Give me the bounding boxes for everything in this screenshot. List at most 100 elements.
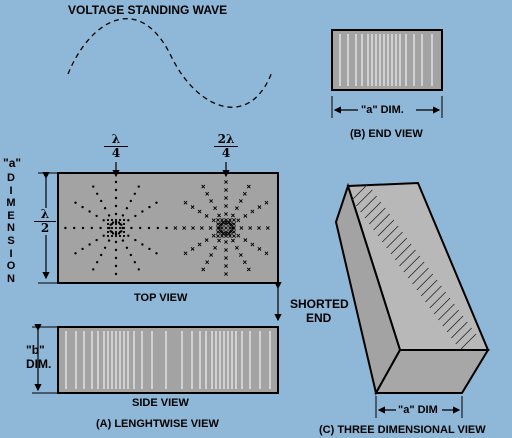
field-cross xyxy=(250,209,255,214)
field-cross xyxy=(216,222,220,226)
end-label: END xyxy=(306,311,332,325)
field-dot xyxy=(106,226,110,230)
field-dot xyxy=(81,205,84,209)
field-dot xyxy=(129,253,133,257)
three-d-field-lines xyxy=(351,183,477,351)
field-dot xyxy=(127,219,130,222)
field-dot xyxy=(92,268,95,271)
field-cross xyxy=(205,191,210,196)
quarter-wave-label: λ 4 xyxy=(104,133,128,160)
field-stroke xyxy=(455,327,472,345)
field-dot xyxy=(114,248,118,252)
field-dot xyxy=(134,214,137,218)
field-dot xyxy=(133,192,137,195)
half-lambda-label: λ 2 xyxy=(34,208,56,235)
field-dot xyxy=(127,234,130,237)
field-dot xyxy=(133,261,137,264)
field-dot xyxy=(110,218,114,222)
field-dot xyxy=(121,214,125,217)
field-stroke xyxy=(416,273,434,291)
field-dot xyxy=(106,218,110,222)
field-dot xyxy=(107,214,111,217)
field-cross xyxy=(248,226,253,230)
field-stroke xyxy=(386,231,403,249)
end-a-dim-label: "a" DIM. xyxy=(361,104,404,116)
field-cross xyxy=(190,246,195,251)
half-wave-numerator: 2λ xyxy=(214,133,238,147)
field-dot xyxy=(148,247,151,251)
field-dot xyxy=(88,243,91,246)
field-cross xyxy=(224,226,228,230)
field-dot xyxy=(147,226,151,230)
side-view-guide xyxy=(57,326,279,394)
field-cross xyxy=(257,246,262,251)
field-cross xyxy=(236,218,241,223)
field-dot xyxy=(156,226,159,230)
quarter-wave-numerator: λ xyxy=(104,133,128,147)
field-cross xyxy=(220,234,224,238)
field-cross xyxy=(264,200,269,205)
field-cross xyxy=(220,218,224,222)
dimension-letter: M xyxy=(6,197,16,210)
field-dot xyxy=(114,180,118,184)
field-stroke xyxy=(364,201,382,219)
field-dot xyxy=(122,230,126,234)
field-dot xyxy=(118,230,122,234)
dimension-letter: E xyxy=(7,209,15,222)
field-dot xyxy=(129,199,133,203)
field-dot xyxy=(165,226,168,230)
field-cross xyxy=(228,218,232,222)
field-cross xyxy=(213,245,218,250)
field-stroke xyxy=(360,195,377,213)
field-dot xyxy=(114,204,118,208)
dimension-letter: N xyxy=(7,272,15,285)
field-cross xyxy=(228,234,232,238)
field-dot xyxy=(141,210,144,213)
field-cross xyxy=(224,222,228,226)
field-stroke xyxy=(407,261,425,279)
field-stroke xyxy=(433,297,451,315)
field-cross xyxy=(257,205,262,210)
field-cross xyxy=(224,234,228,238)
field-cross xyxy=(265,226,270,230)
field-cross xyxy=(197,242,202,247)
a-dimension-quote: "a" xyxy=(3,156,22,170)
field-cross xyxy=(224,240,228,244)
field-cross xyxy=(190,205,195,210)
field-cross xyxy=(264,251,269,256)
field-dot xyxy=(114,226,118,230)
field-cross xyxy=(191,226,195,230)
field-cross xyxy=(216,218,220,222)
field-cross xyxy=(224,272,228,276)
field-cross xyxy=(182,226,187,230)
field-dot xyxy=(95,261,99,264)
shorted-label: SHORTED xyxy=(290,297,349,311)
end-view-guide xyxy=(331,29,443,91)
field-dot xyxy=(64,226,67,230)
field-dot xyxy=(103,207,107,210)
field-cross xyxy=(220,222,224,226)
side-view-field-lines xyxy=(65,331,271,389)
field-cross xyxy=(242,260,247,265)
field-cross xyxy=(201,184,206,189)
field-dot xyxy=(102,219,105,222)
field-cross xyxy=(228,222,232,226)
field-cross xyxy=(231,238,235,243)
dimension-letter: N xyxy=(7,222,15,235)
field-dot xyxy=(90,226,94,230)
dimension-letter: I xyxy=(9,247,13,260)
field-cross xyxy=(211,233,216,238)
field-cross xyxy=(216,226,220,230)
field-dot xyxy=(137,268,140,271)
lengthwise-view-caption: (A) LENGHTWISE VIEW xyxy=(96,418,219,430)
field-dot xyxy=(114,188,118,192)
field-cross xyxy=(220,230,224,234)
field-dot xyxy=(114,196,118,200)
field-stroke xyxy=(451,321,468,339)
dimension-letter: O xyxy=(6,260,16,273)
field-cross xyxy=(236,233,241,238)
field-dot xyxy=(99,226,102,230)
field-cross xyxy=(242,191,247,196)
